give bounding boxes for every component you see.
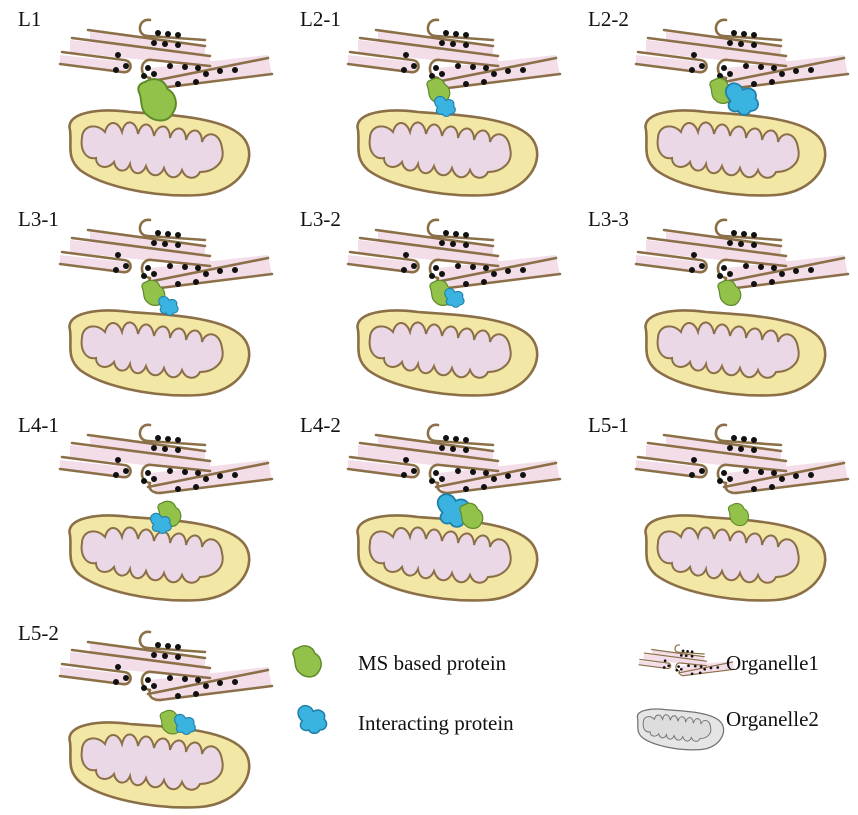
panel-L3-3 <box>634 218 850 397</box>
panel-label-L5-1: L5-1 <box>588 413 629 437</box>
interacting-protein-shape <box>724 82 759 116</box>
organelle1-shape <box>346 18 562 92</box>
legend-organelle2-icon <box>636 708 725 751</box>
interacting-protein-shape <box>158 295 179 316</box>
panel-L3-1 <box>58 218 274 397</box>
organelle1-shape <box>58 423 274 497</box>
panel-label-L3-1: L3-1 <box>18 207 59 231</box>
panel-label-L3-2: L3-2 <box>300 207 341 231</box>
organelle1-shape <box>58 18 274 92</box>
panel-label-L3-3: L3-3 <box>588 207 629 231</box>
organelle2-shape <box>68 721 251 809</box>
panel-label-L2-1: L2-1 <box>300 7 341 31</box>
organelle2-shape <box>68 309 251 397</box>
organelle2-shape <box>356 514 539 602</box>
panel-L4-2 <box>346 423 562 602</box>
interacting-protein-shape <box>434 95 456 117</box>
organelle1-shape <box>58 218 274 292</box>
panel-label-L5-2: L5-2 <box>18 621 59 645</box>
panel-label-L1: L1 <box>18 7 41 31</box>
panel-label-L4-2: L4-2 <box>300 413 341 437</box>
panel-label-L2-2: L2-2 <box>588 7 629 31</box>
interacting-protein-shape <box>174 713 196 735</box>
legend-ms-protein-label: MS based protein <box>358 651 507 675</box>
organelle1-shape <box>634 218 850 292</box>
legend-organelle2-label: Organelle2 <box>726 707 819 731</box>
legend-interacting-protein-label: Interacting protein <box>358 711 514 735</box>
organelle2-shape <box>356 109 539 197</box>
organelle1-shape <box>346 218 562 292</box>
organelle2-shape <box>644 514 827 602</box>
panel-label-L4-1: L4-1 <box>18 413 59 437</box>
organelle1-shape <box>58 630 274 704</box>
organelle1-shape <box>346 423 562 497</box>
panel-L5-2 <box>58 630 274 809</box>
organelle2-shape <box>644 309 827 397</box>
legend-interacting-protein-icon <box>297 704 328 735</box>
legend-organelle1-label: Organelle1 <box>726 651 819 675</box>
panel-L1 <box>58 18 274 197</box>
organelle1-shape <box>634 18 850 92</box>
organelle1-shape <box>634 423 850 497</box>
panel-L4-1 <box>58 423 274 602</box>
organelle2-shape <box>644 109 827 197</box>
panel-L2-2 <box>634 18 850 197</box>
legend-ms-protein-icon <box>292 645 322 678</box>
organelle2-shape <box>356 309 539 397</box>
interacting-protein-shape <box>444 287 465 308</box>
panel-L3-2 <box>346 218 562 397</box>
organelle2-shape <box>68 109 251 197</box>
legend: MS based protein Interacting protein Org… <box>292 644 819 751</box>
panel-L2-1 <box>346 18 562 197</box>
panel-L5-1 <box>634 423 850 602</box>
legend-organelle1-icon <box>638 644 735 678</box>
